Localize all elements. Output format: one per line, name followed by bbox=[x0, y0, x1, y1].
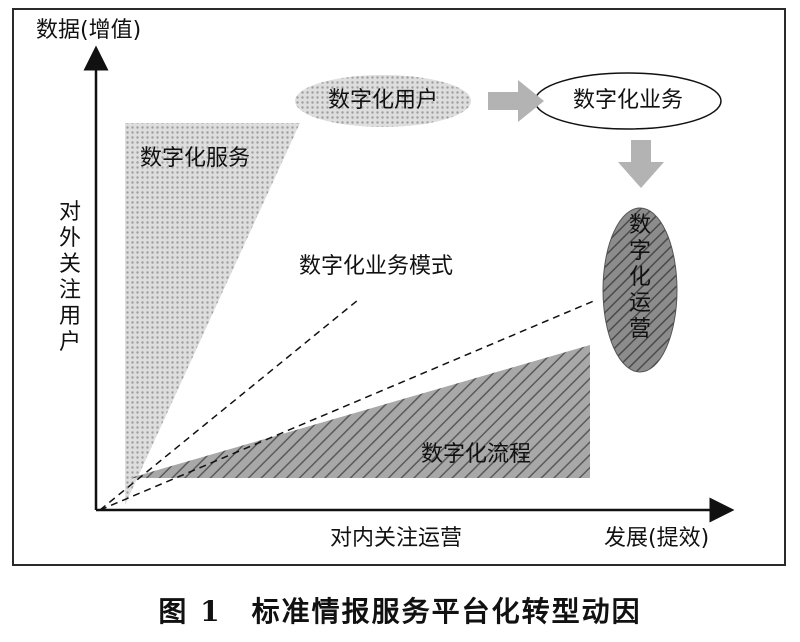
operation-dashed-line bbox=[99, 299, 597, 511]
user-node-label: 数字化用户 bbox=[328, 88, 439, 113]
arrow-right-icon bbox=[488, 80, 544, 122]
service-region-label: 数字化服务 bbox=[140, 146, 251, 171]
figure-frame bbox=[12, 8, 786, 566]
operation-node-label: 数字化运营 bbox=[628, 213, 651, 342]
y-axis-label: 数据(增值) bbox=[36, 18, 142, 43]
business-node-label: 数字化业务 bbox=[573, 88, 684, 113]
business-model-dashed-line bbox=[99, 299, 359, 511]
y-side-label: 对外关注用户 bbox=[58, 200, 81, 355]
figure-number: 图 1 bbox=[158, 595, 222, 628]
arrow-down-icon bbox=[618, 140, 664, 188]
operation-node bbox=[602, 207, 678, 373]
service-region bbox=[125, 123, 300, 505]
figure-title: 标准情报服务平台化转型动因 bbox=[251, 595, 642, 628]
process-region bbox=[130, 345, 590, 478]
x-axis-inner-label: 对内关注运营 bbox=[330, 526, 463, 551]
process-region-label: 数字化流程 bbox=[421, 442, 532, 467]
business-model-annotation: 数字化业务模式 bbox=[299, 254, 454, 279]
user-node bbox=[295, 75, 471, 127]
figure-caption: 图 1 标准情报服务平台化转型动因 bbox=[0, 590, 800, 630]
transformation-diagram bbox=[83, 45, 735, 523]
x-axis-end-label: 发展(提效) bbox=[604, 526, 710, 551]
